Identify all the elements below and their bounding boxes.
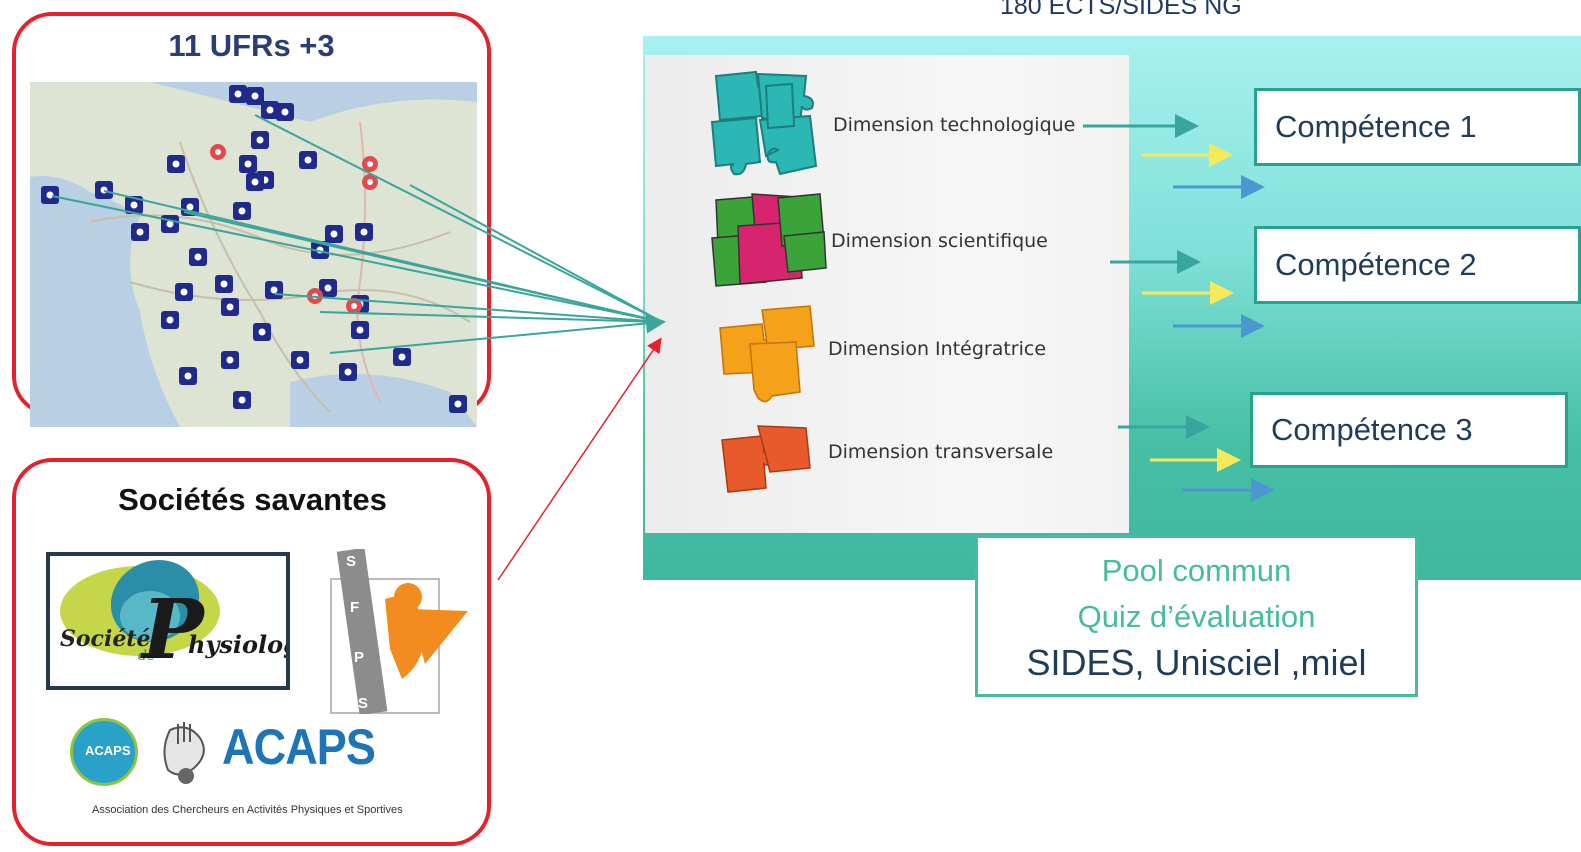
map-marker	[239, 155, 257, 173]
map-marker	[251, 131, 269, 149]
pool-line-1: Pool commun	[1101, 553, 1292, 588]
dimension-label-scientifique: Dimension scientifique	[831, 230, 1048, 252]
pool-box: Pool commun Quiz d’évaluation SIDES, Uni…	[975, 535, 1418, 697]
dimension-label-integratrice: Dimension Intégratrice	[828, 338, 1047, 360]
map-marker-red	[362, 174, 378, 190]
map-marker	[161, 311, 179, 329]
acaps-name: ACAPS	[222, 719, 376, 775]
map-marker	[179, 367, 197, 385]
competence-box-1: Compétence 1	[1254, 88, 1581, 166]
acaps-badge-text: ACAPS	[85, 743, 131, 758]
map-marker	[319, 279, 337, 297]
sp-logo-word3: hysiologie	[188, 630, 286, 659]
map-marker	[167, 155, 185, 173]
sfps-logo: S F P S	[330, 547, 470, 716]
dimension-label-transversale: Dimension transversale	[828, 441, 1054, 463]
map-markers	[41, 85, 467, 413]
sp-logo-word2: de	[138, 648, 156, 664]
ufr-connector-lines	[51, 114, 666, 354]
map-marker	[261, 101, 279, 119]
ufr-title: 11 UFRs +3	[168, 28, 335, 63]
map-marker	[215, 275, 233, 293]
sp-logo-word1: Société	[60, 626, 151, 652]
map-marker	[339, 363, 357, 381]
puzzle-teal-icon	[706, 66, 826, 191]
map-marker	[189, 248, 207, 266]
map-marker	[355, 223, 373, 241]
competence-box-2: Compétence 2	[1254, 226, 1581, 304]
map-marker	[299, 151, 317, 169]
map-marker	[41, 186, 59, 204]
map-marker	[253, 323, 271, 341]
map-marker	[246, 87, 264, 105]
competence-label-1: Compétence 1	[1275, 109, 1477, 144]
map-marker	[276, 103, 294, 121]
map-marker-red	[362, 156, 378, 172]
pool-line-3: SIDES, Unisciel ,miel	[1026, 642, 1367, 683]
puzzle-orange-icon	[710, 300, 830, 410]
puzzle-red-orange-icon	[714, 420, 814, 505]
france-map	[30, 82, 477, 427]
acaps-figure-icon	[160, 720, 216, 795]
acaps-subtitle: Association des Chercheurs en Activités …	[92, 804, 403, 816]
acaps-badge: ACAPS	[70, 718, 138, 786]
sfps-letter-s2: S	[358, 695, 369, 712]
sfps-letter-p: P	[354, 649, 365, 666]
map-marker-red	[346, 298, 362, 314]
map-marker	[393, 348, 411, 366]
competence-label-3: Compétence 3	[1271, 412, 1473, 447]
map-marker	[325, 225, 343, 243]
map-marker-red	[210, 144, 226, 160]
map-marker	[125, 196, 143, 214]
sp-logo-letter: P	[142, 582, 204, 678]
competence-label-2: Compétence 2	[1275, 247, 1477, 282]
map-marker	[233, 391, 251, 409]
map-marker	[131, 223, 149, 241]
map-marker	[351, 321, 369, 339]
header-title: 180 ECTS/SIDES NG	[1000, 0, 1242, 20]
puzzle-pink-green-icon	[708, 186, 828, 301]
map-marker	[221, 298, 239, 316]
pool-line-2: Quiz d’évaluation	[1077, 599, 1316, 634]
map-marker	[246, 173, 264, 191]
competence-box-3: Compétence 3	[1250, 392, 1568, 468]
map-marker	[95, 181, 113, 199]
map-marker	[175, 283, 193, 301]
societe-physiologie-logo: Société de P hysiologie	[46, 552, 290, 690]
societes-arrow	[497, 337, 662, 581]
map-image	[30, 82, 477, 427]
sfps-letter-f: F	[350, 599, 360, 616]
societes-title: Sociétés savantes	[118, 482, 387, 517]
sfps-letter-s1: S	[346, 553, 357, 570]
competence-arrows	[1083, 114, 1275, 502]
map-marker	[221, 351, 239, 369]
map-marker	[233, 202, 251, 220]
dimension-label-technologique: Dimension technologique	[833, 114, 1076, 136]
map-marker	[291, 351, 309, 369]
map-marker	[229, 85, 247, 103]
map-marker	[449, 395, 467, 413]
